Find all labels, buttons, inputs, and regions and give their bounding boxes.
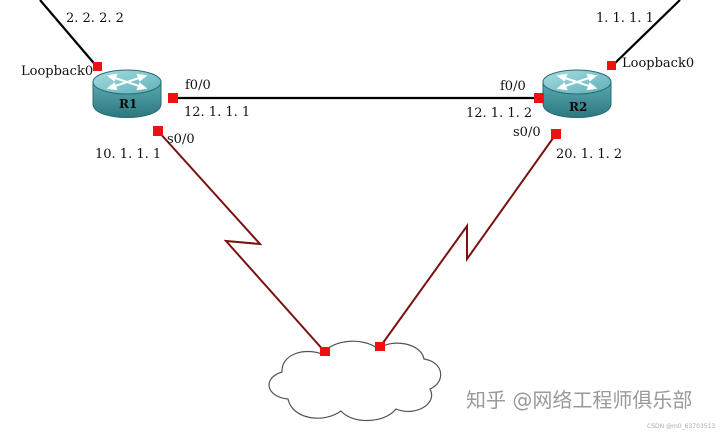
port-cloud-right[interactable] — [375, 342, 385, 351]
r1-loopback-name: Loopback0 — [21, 64, 93, 79]
cloud-icon — [268, 340, 442, 422]
r1-s00-name: s0/0 — [167, 132, 195, 147]
r1-f00-name: f0/0 — [185, 78, 211, 93]
r2-loopback-ip: 1. 1. 1. 1 — [596, 11, 654, 26]
router-r1-icon[interactable] — [92, 69, 162, 118]
port-r1-s00[interactable] — [153, 126, 163, 136]
router-r2-name: R2 — [569, 100, 587, 114]
r2-f00-ip: 12. 1. 1. 2 — [466, 106, 532, 121]
port-r2-s00[interactable] — [551, 129, 561, 139]
r2-serial-link — [379, 133, 557, 348]
r1-loopback-link — [39, 0, 99, 69]
r2-loopback-name: Loopback0 — [622, 56, 694, 71]
r2-s00-ip: 20. 1. 1. 2 — [556, 147, 622, 162]
port-cloud-left[interactable] — [320, 347, 330, 356]
r1-serial-link — [157, 130, 326, 353]
router-r2-icon[interactable] — [542, 69, 612, 118]
r2-s00-name: s0/0 — [513, 125, 541, 140]
zhihu-watermark: 知乎 @网络工程师俱乐部 — [466, 388, 692, 412]
r1-f00-ip: 12. 1. 1. 1 — [184, 105, 250, 120]
r2-loopback-link — [611, 0, 681, 67]
port-r2-loopback0[interactable] — [607, 61, 616, 70]
port-r2-f00[interactable] — [534, 93, 544, 103]
csdn-watermark: CSDN @m0_63703513 — [647, 423, 715, 430]
r1-loopback-ip: 2. 2. 2. 2 — [66, 11, 124, 26]
r1-s00-ip: 10. 1. 1. 1 — [95, 147, 161, 162]
r2-f00-name: f0/0 — [500, 79, 526, 94]
router-r1-name: R1 — [119, 97, 137, 111]
port-r1-loopback0[interactable] — [93, 62, 102, 71]
port-r1-f00[interactable] — [168, 93, 178, 103]
